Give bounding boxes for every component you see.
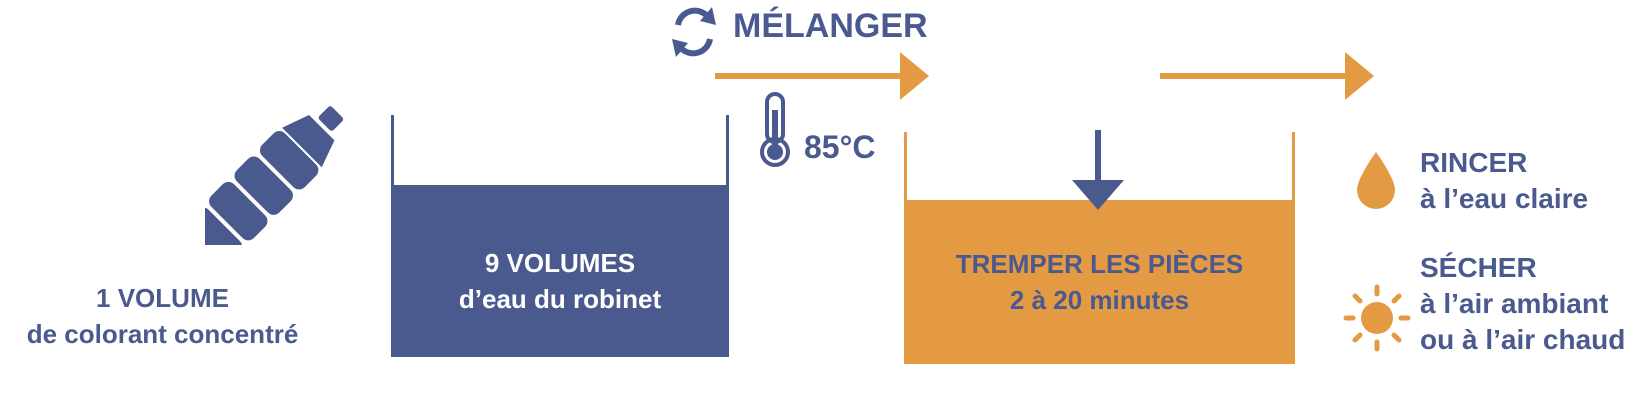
water-volume-detail: d’eau du robinet: [458, 284, 662, 314]
soak-label: TREMPER LES PIÈCES 2 à 20 minutes: [904, 246, 1295, 318]
rinse-label: RINCER à l’eau claire: [1420, 145, 1588, 217]
rinse-title: RINCER: [1420, 147, 1528, 178]
bottle-icon: [205, 106, 344, 245]
water-tank-fill: [391, 185, 729, 357]
dye-volume-title: 1 VOLUME: [96, 283, 229, 313]
dry-label: SÉCHER à l’air ambiant ou à l’air chaud: [1420, 250, 1625, 358]
soak-tank-fill: [904, 200, 1295, 364]
water-volume-label: 9 VOLUMES d’eau du robinet: [391, 245, 729, 317]
dry-title: SÉCHER: [1420, 252, 1537, 283]
water-volume-title: 9 VOLUMES: [484, 248, 636, 278]
right-arrow-icon: [1160, 52, 1374, 100]
refresh-cycle-icon: [672, 7, 716, 57]
dye-volume-label: 1 VOLUME de colorant concentré: [0, 280, 325, 352]
water-drop-icon: [1357, 152, 1395, 209]
mix-label: MÉLANGER: [733, 7, 928, 45]
dry-detail-2: ou à l’air chaud: [1420, 324, 1626, 355]
dye-volume-detail: de colorant concentré: [26, 319, 299, 349]
dry-detail-1: à l’air ambiant: [1420, 288, 1609, 319]
rinse-detail: à l’eau claire: [1420, 183, 1589, 214]
down-arrow-icon: [1072, 130, 1124, 210]
temperature-label: 85°C: [804, 129, 876, 165]
thermometer-icon: [760, 92, 790, 167]
right-arrow-icon: [715, 52, 929, 100]
soak-detail: 2 à 20 minutes: [1009, 285, 1190, 315]
sun-icon: [1343, 284, 1411, 352]
soak-title: TREMPER LES PIÈCES: [955, 249, 1244, 279]
